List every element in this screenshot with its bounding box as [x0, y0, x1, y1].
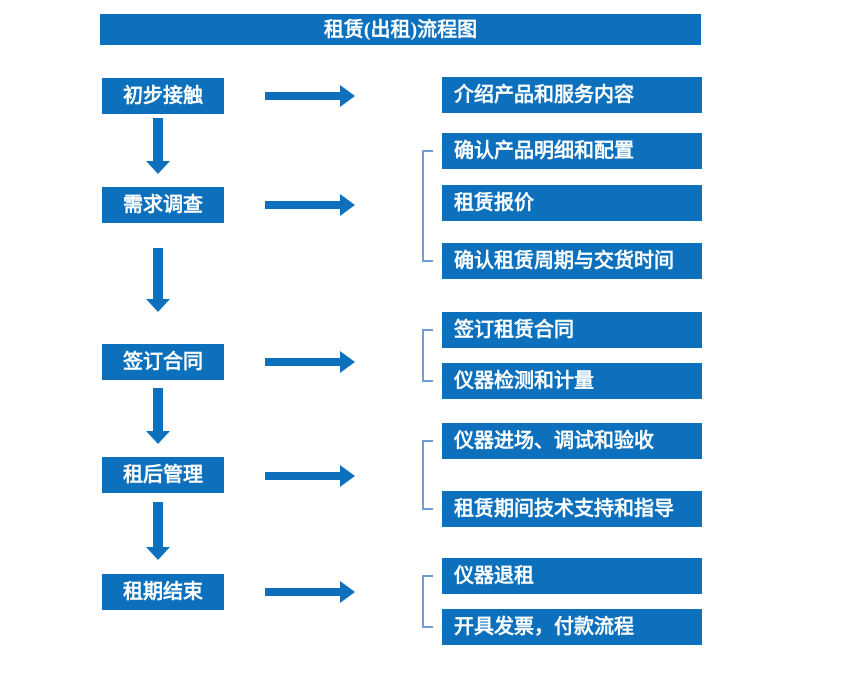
detail-box-instrument-return: 仪器退租: [442, 558, 702, 594]
down-arrow-icon: [146, 502, 170, 560]
flow-step-demand-survey: 需求调查: [102, 187, 224, 223]
detail-box-confirm-period-delivery: 确认租赁周期与交货时间: [442, 243, 702, 279]
flow-step-post-rental-management: 租后管理: [102, 457, 224, 493]
detail-box-introduce-products: 介绍产品和服务内容: [442, 77, 702, 113]
down-arrow-icon: [146, 248, 170, 312]
group-bracket: [422, 329, 433, 382]
right-arrow-icon: [265, 465, 355, 487]
detail-box-instrument-setup-acceptance: 仪器进场、调试和验收: [442, 423, 702, 459]
right-arrow-icon: [265, 85, 355, 107]
down-arrow-icon: [146, 388, 170, 444]
group-bracket: [422, 575, 433, 628]
detail-box-rental-quote: 租赁报价: [442, 185, 702, 221]
detail-box-confirm-product-config: 确认产品明细和配置: [442, 133, 702, 169]
down-arrow-icon: [146, 118, 170, 174]
detail-box-instrument-inspection: 仪器检测和计量: [442, 363, 702, 399]
right-arrow-icon: [265, 581, 355, 603]
right-arrow-icon: [265, 351, 355, 373]
flow-step-initial-contact: 初步接触: [102, 78, 224, 114]
right-arrow-icon: [265, 194, 355, 216]
group-bracket: [422, 440, 433, 510]
group-bracket: [422, 150, 433, 262]
detail-box-sign-rental-contract: 签订租赁合同: [442, 312, 702, 348]
flow-step-sign-contract: 签订合同: [102, 344, 224, 380]
detail-box-invoice-payment: 开具发票，付款流程: [442, 609, 702, 645]
detail-box-tech-support: 租赁期间技术支持和指导: [442, 491, 702, 527]
flowchart-title: 租赁(出租)流程图: [100, 14, 701, 45]
flow-step-rental-end: 租期结束: [102, 574, 224, 610]
